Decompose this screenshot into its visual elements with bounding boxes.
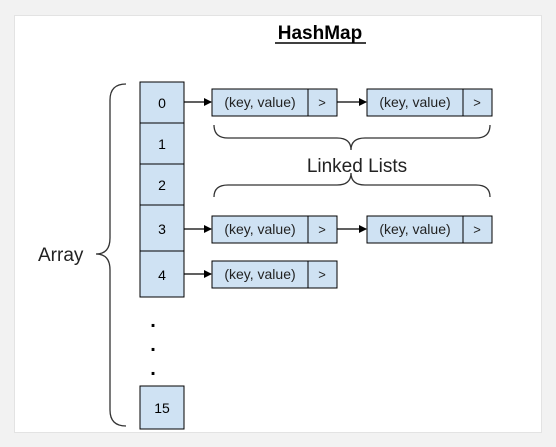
array-cell-0-label: 0 bbox=[158, 95, 166, 111]
linked-lists-brace-bottom bbox=[213, 172, 491, 198]
diagram-title: HashMap bbox=[278, 23, 362, 44]
list-node-row0-b: (key, value) > bbox=[366, 88, 493, 117]
list-node-row4-a: (key, value) > bbox=[211, 260, 338, 289]
node-pointer: > bbox=[318, 267, 326, 282]
ellipsis-dot-3: . bbox=[150, 358, 156, 380]
node-key-value: (key, value) bbox=[224, 266, 295, 282]
node-key-value: (key, value) bbox=[379, 221, 450, 237]
array-cell-1: 1 bbox=[139, 122, 185, 165]
array-cell-2-label: 2 bbox=[158, 177, 166, 193]
array-cell-0: 0 bbox=[139, 81, 185, 124]
node-pointer: > bbox=[473, 95, 481, 110]
array-cell-15-label: 15 bbox=[154, 400, 170, 416]
node-pointer: > bbox=[318, 222, 326, 237]
linked-lists-label: Linked Lists bbox=[307, 156, 407, 177]
list-node-row0-a: (key, value) > bbox=[211, 88, 338, 117]
array-cell-1-label: 1 bbox=[158, 136, 166, 152]
list-node-row3-b: (key, value) > bbox=[366, 215, 493, 244]
array-cell-3: 3 bbox=[139, 204, 185, 252]
array-cell-4: 4 bbox=[139, 250, 185, 298]
array-cell-3-label: 3 bbox=[158, 221, 166, 237]
node-pointer: > bbox=[473, 222, 481, 237]
array-cell-2: 2 bbox=[139, 163, 185, 206]
node-key-value: (key, value) bbox=[379, 94, 450, 110]
array-cell-4-label: 4 bbox=[158, 267, 166, 283]
node-key-value: (key, value) bbox=[224, 221, 295, 237]
array-brace bbox=[95, 83, 127, 427]
node-pointer: > bbox=[318, 95, 326, 110]
list-node-row3-a: (key, value) > bbox=[211, 215, 338, 244]
array-cell-15: 15 bbox=[139, 385, 185, 430]
ellipsis-dot-2: . bbox=[150, 334, 156, 356]
linked-lists-brace-top bbox=[213, 124, 491, 151]
array-label: Array bbox=[38, 245, 84, 266]
ellipsis-dot-1: . bbox=[150, 310, 156, 332]
node-key-value: (key, value) bbox=[224, 94, 295, 110]
